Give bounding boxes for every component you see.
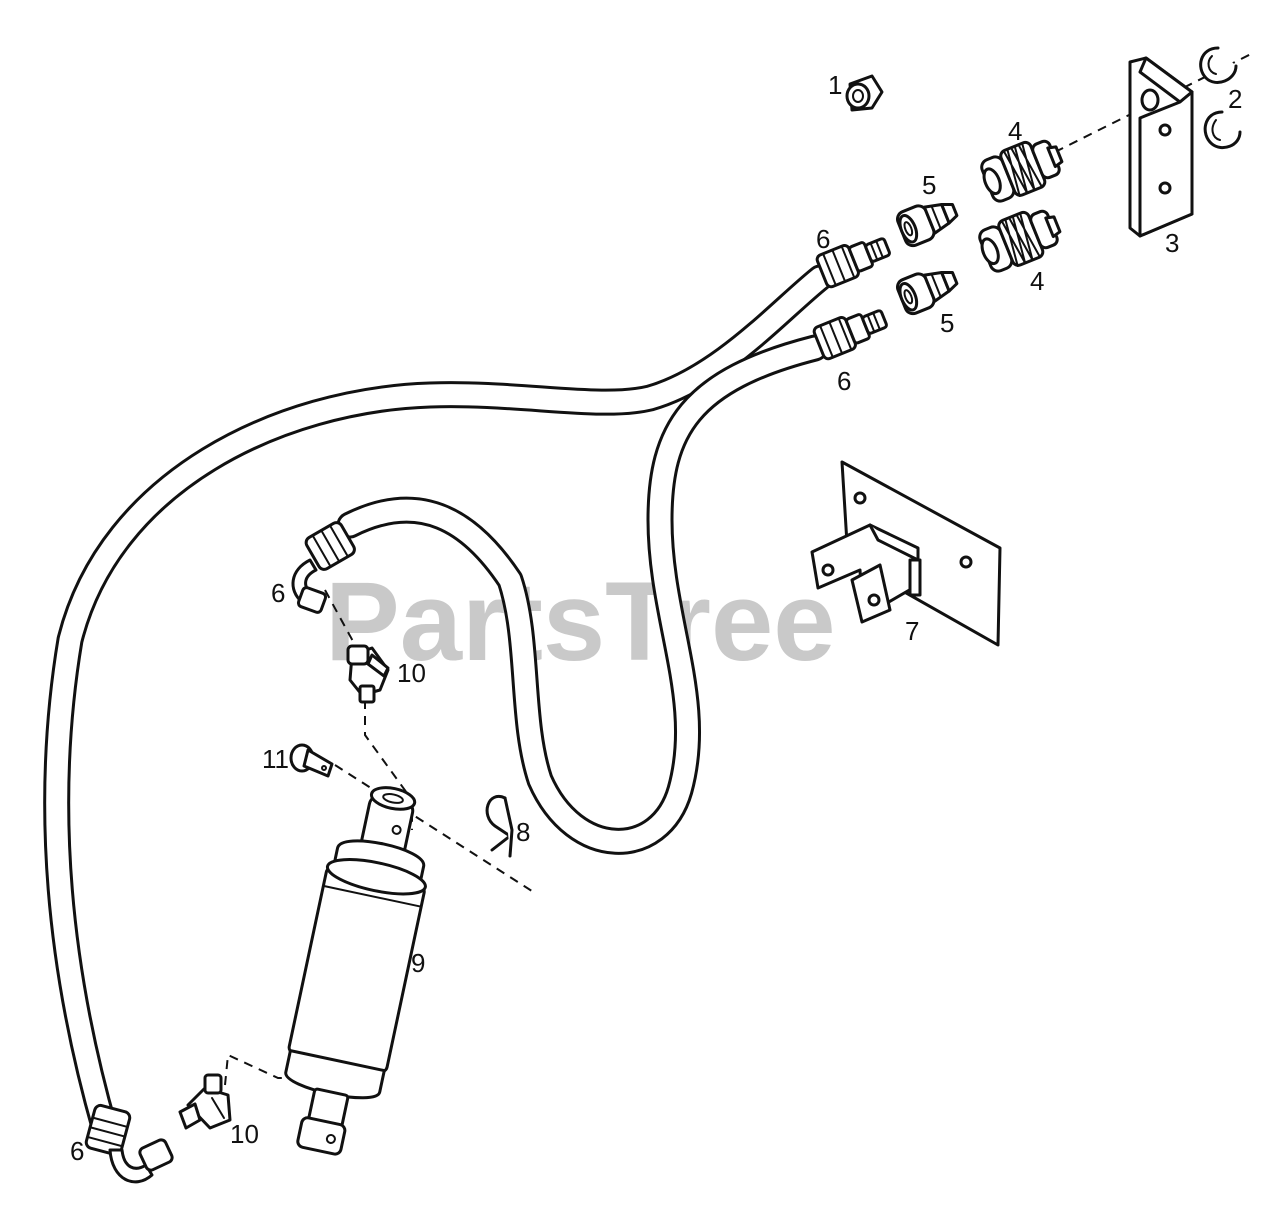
callout-11: 11 <box>262 744 289 774</box>
guide-line-upper-coupler <box>1054 51 1256 153</box>
hydraulic-cylinder <box>284 786 427 1156</box>
hoses <box>43 264 834 1144</box>
clevis-pin <box>289 743 334 778</box>
coupler-lower <box>978 209 1062 273</box>
callout-1: 1 <box>828 70 842 100</box>
nipple-lower <box>895 270 959 316</box>
callout-3: 3 <box>1165 228 1179 258</box>
plug <box>845 74 884 112</box>
hair-pin-clip <box>485 794 514 858</box>
callout-4-upper: 4 <box>1008 116 1022 146</box>
elbow-fitting-bottom <box>178 1073 232 1130</box>
callout-10-upper: 10 <box>397 658 426 688</box>
callout-6-lower: 6 <box>837 366 851 396</box>
callout-4-lower: 4 <box>1030 266 1044 296</box>
hose-fitting-top-left <box>291 521 356 614</box>
callout-5-upper: 5 <box>922 170 936 200</box>
callout-6-upper: 6 <box>816 224 830 254</box>
hose-loop-inner <box>339 337 826 852</box>
hose-fitting-bottom-left <box>84 1103 174 1184</box>
retaining-ring-lower <box>1203 110 1242 149</box>
callout-2: 2 <box>1228 84 1242 114</box>
guide-line-top-fitting <box>324 589 356 646</box>
callout-10-lower: 10 <box>230 1119 259 1149</box>
callout-5-lower: 5 <box>940 308 954 338</box>
retaining-ring-upper <box>1199 46 1238 84</box>
callout-9: 9 <box>411 948 425 978</box>
elbow-fitting-top <box>346 644 390 704</box>
watermark-brand: PartsTree <box>325 559 836 684</box>
coupler-upper <box>980 139 1064 203</box>
callout-6-bottom: 6 <box>70 1136 84 1166</box>
coupler-bracket <box>1128 56 1194 238</box>
callout-6-middle: 6 <box>271 578 285 608</box>
guide-line-pin <box>334 764 536 894</box>
callouts: 1 2 3 4 4 5 5 6 6 6 6 7 8 9 10 10 11 <box>70 70 1242 1166</box>
nipple-upper <box>895 202 959 248</box>
hose-long-inner <box>46 267 831 1141</box>
callout-8: 8 <box>516 817 530 847</box>
hose-fitting-upper <box>815 237 891 289</box>
cylinder-mounting-bracket <box>810 460 1002 647</box>
callout-7: 7 <box>905 616 919 646</box>
watermark: PartsTree TM <box>325 559 951 684</box>
hose-fitting-lower <box>812 309 888 361</box>
